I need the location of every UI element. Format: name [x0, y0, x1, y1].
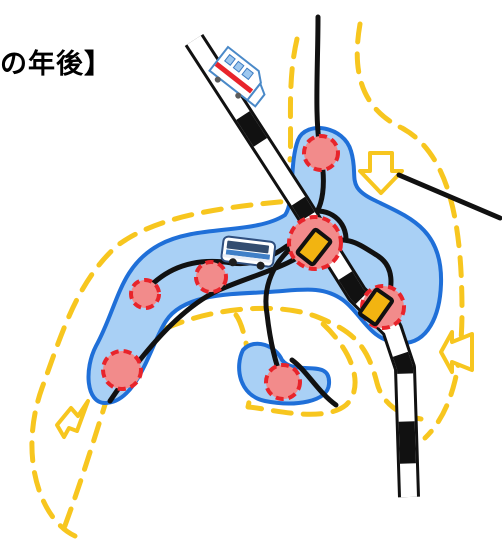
west-inner-dashed-loop	[60, 392, 111, 534]
dashed-flow-lines	[29, 21, 465, 539]
hub-southwest	[101, 349, 143, 391]
north-left-dashed-loop	[287, 36, 300, 163]
station-east	[357, 287, 395, 327]
south-dashed-loop	[136, 305, 424, 422]
hollow-arrow-icon-west	[55, 399, 90, 439]
station-central	[295, 227, 333, 267]
hub-north	[302, 134, 340, 172]
diagram-title: の年後】	[0, 49, 112, 80]
flow-arrows	[55, 151, 474, 439]
train-icon	[208, 45, 266, 108]
west-dashed-loop	[29, 198, 293, 539]
hub-west-1	[194, 260, 228, 294]
hub-west-2	[129, 278, 161, 310]
hollow-arrow-icon-east	[439, 330, 474, 374]
northeast-road	[396, 172, 502, 221]
north-dashed-loop	[354, 21, 465, 441]
south-road-b	[289, 357, 339, 408]
station-markers	[295, 227, 395, 327]
hub-south	[264, 363, 302, 401]
hollow-arrow-icon-north	[358, 151, 404, 195]
bus-icon	[220, 235, 277, 270]
